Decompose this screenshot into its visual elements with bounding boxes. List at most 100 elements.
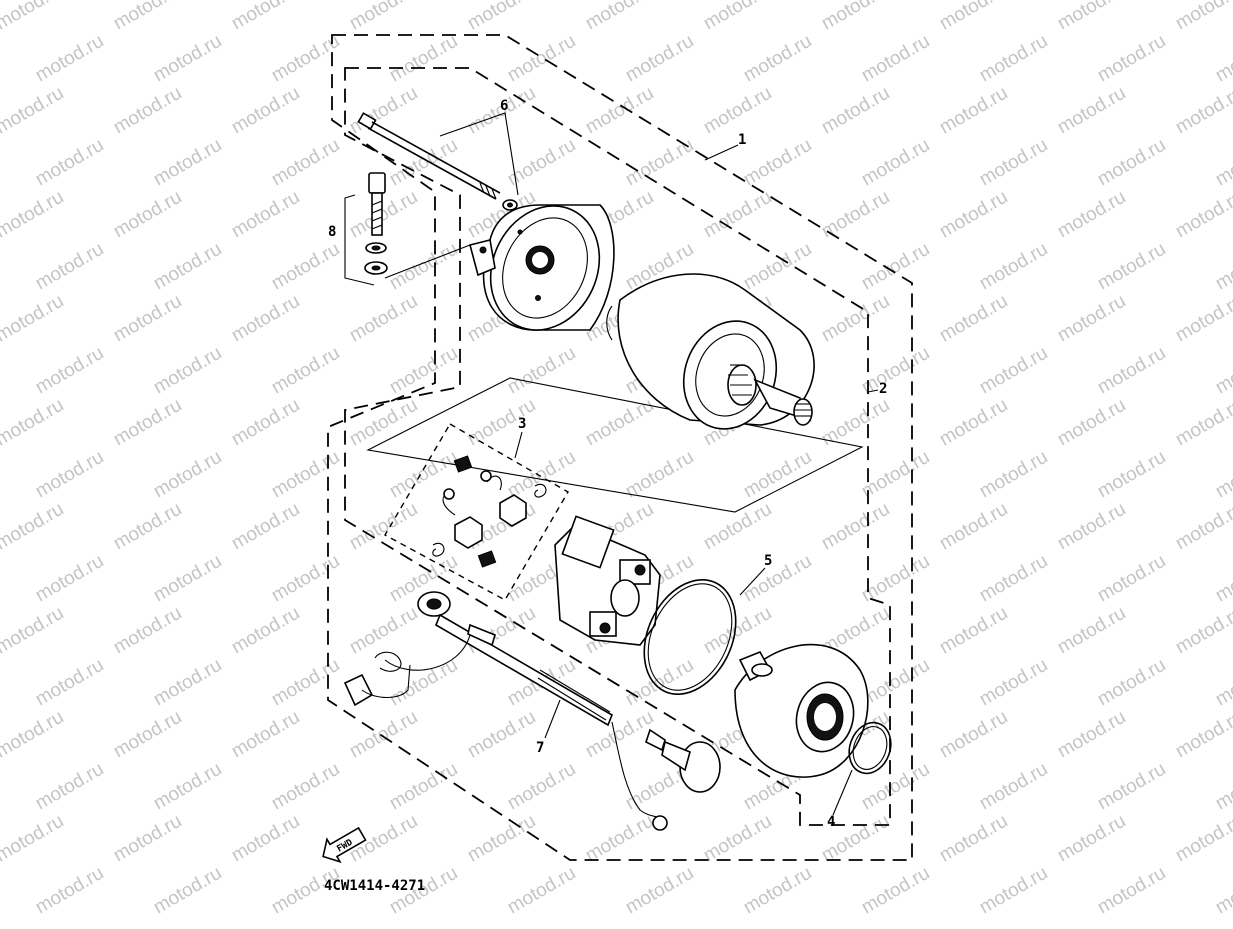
watermark-text: motod.ru [858,759,933,815]
watermark-text: motod.ru [582,395,657,451]
callout-8-bracket [344,194,471,286]
watermark-text: motod.ru [1094,759,1169,815]
watermark-text: motod.ru [1212,135,1233,191]
watermark-text: motod.ru [622,447,697,503]
watermark-text: motod.ru [32,655,107,711]
watermark-text: motod.ru [976,759,1051,815]
callout-7-leader [544,699,561,739]
watermark-text: motod.ru [1094,343,1169,399]
watermark-text: motod.ru [150,551,225,607]
callout-4-leader [832,769,853,816]
watermark-text: motod.ru [936,707,1011,763]
watermark-text: motod.ru [386,31,461,87]
watermark-text: motod.ru [818,83,893,139]
watermark-text: motod.ru [936,83,1011,139]
watermark-text: motod.ru [32,551,107,607]
watermark-text: motod.ru [464,707,539,763]
watermark-text: motod.ru [150,239,225,295]
watermark-text: motod.ru [1172,83,1233,139]
watermark-text: motod.ru [1054,83,1129,139]
watermark-text: motod.ru [346,187,421,243]
watermark-text: motod.ru [1054,603,1129,659]
watermark-text: motod.ru [1172,395,1233,451]
mounting-bolt [368,172,386,236]
watermark-text: motod.ru [0,395,67,451]
watermark-text: motod.ru [228,811,303,867]
watermark-text: motod.ru [818,395,893,451]
watermark-text: motod.ru [268,135,343,191]
watermark-text: motod.ru [740,239,815,295]
watermark-text: motod.ru [740,31,815,87]
watermark-text: motod.ru [1212,759,1233,815]
watermark-text: motod.ru [976,135,1051,191]
watermark-text: motod.ru [740,863,815,919]
callout-1: 1 [738,132,746,148]
watermark-text: motod.ru [268,239,343,295]
watermark-text: motod.ru [1212,31,1233,87]
watermark-text: motod.ru [150,343,225,399]
watermark-text: motod.ru [976,863,1051,919]
watermark-text: motod.ru [228,395,303,451]
watermark-text: motod.ru [0,83,67,139]
watermark-text: motod.ru [936,395,1011,451]
callout-3: 3 [518,416,526,432]
watermark-text: motod.ru [818,291,893,347]
watermark-text: motod.ru [936,811,1011,867]
watermark-text: motod.ru [346,291,421,347]
watermark-text: motod.ru [1172,0,1233,34]
watermark-text: motod.ru [1172,707,1233,763]
watermark-text: motod.ru [0,291,67,347]
watermark-text: motod.ru [582,0,657,34]
watermark-text: motod.ru [1054,395,1129,451]
watermark-text: motod.ru [1094,239,1169,295]
watermark-text: motod.ru [386,343,461,399]
watermark-text: motod.ru [1212,863,1233,919]
watermark-text: motod.ru [936,499,1011,555]
watermark-text: motod.ru [32,759,107,815]
callout-5-leader [739,567,766,596]
watermark-text: motod.ru [268,759,343,815]
watermark-text: motod.ru [582,83,657,139]
watermark-text: motod.ru [228,603,303,659]
through-bolt [357,112,501,200]
watermark-text: motod.ru [818,187,893,243]
watermark-text: motod.ru [936,0,1011,34]
watermark-text: motod.ru [110,187,185,243]
watermark-text: motod.ru [1094,551,1169,607]
watermark-text: motod.ru [386,135,461,191]
watermark-text: motod.ru [150,759,225,815]
watermark-text: motod.ru [622,135,697,191]
watermark-text: motod.ru [504,759,579,815]
watermark-text: motod.ru [228,83,303,139]
watermark-text: motod.ru [858,655,933,711]
watermark-text: motod.ru [32,31,107,87]
front-cover [469,204,615,331]
watermark-text: motod.ru [228,0,303,34]
watermark-text: motod.ru [1172,499,1233,555]
watermark-text: motod.ru [504,31,579,87]
watermark-text: motod.ru [0,603,67,659]
watermark-text: motod.ru [228,291,303,347]
watermark-text: motod.ru [976,551,1051,607]
watermark-text: motod.ru [1172,187,1233,243]
watermark-text: motod.ru [386,759,461,815]
watermark-text: motod.ru [150,135,225,191]
watermark-text: motod.ru [858,551,933,607]
watermark-text: motod.ru [1054,811,1129,867]
watermark-text: motod.ru [976,447,1051,503]
watermark-text: motod.ru [32,239,107,295]
watermark-text: motod.ru [1094,135,1169,191]
watermark-text: motod.ru [1094,31,1169,87]
watermark-text: motod.ru [110,83,185,139]
watermark-text: motod.ru [1054,499,1129,555]
watermark-text: motod.ru [110,811,185,867]
watermark-text: motod.ru [1172,291,1233,347]
watermark-text: motod.ru [110,291,185,347]
diagram-code: 4CW1414-4271 [324,878,425,894]
watermark-text: motod.ru [464,811,539,867]
watermark-text: motod.ru [1054,187,1129,243]
watermark-text: motod.ru [936,603,1011,659]
watermark-text: motod.ru [1212,447,1233,503]
